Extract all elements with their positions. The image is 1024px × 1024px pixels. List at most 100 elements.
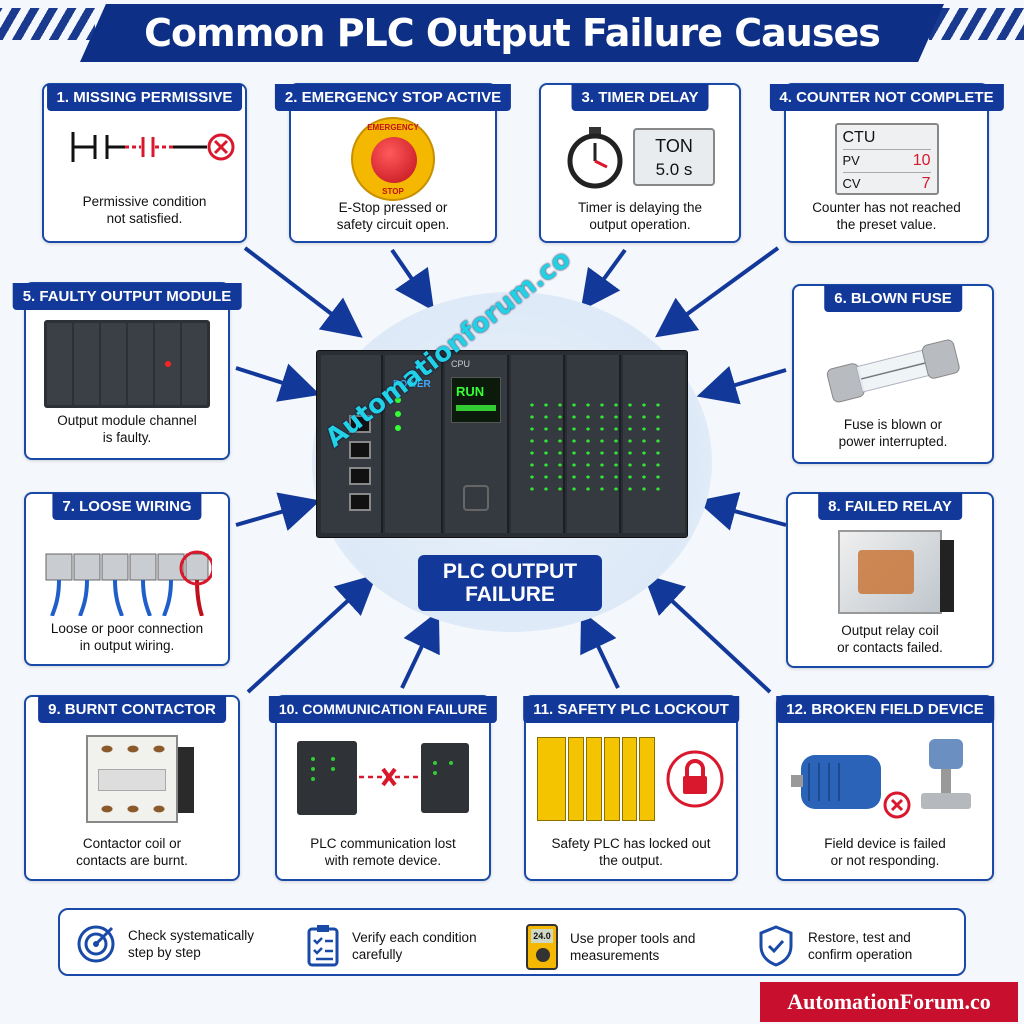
card-title: 9. BURNT CONTACTOR xyxy=(38,696,226,723)
ethernet-port xyxy=(349,467,371,485)
card-title: 10. COMMUNICATION FAILURE xyxy=(268,696,498,723)
power-module: POWER xyxy=(385,355,443,533)
card-title: 12. BROKEN FIELD DEVICE xyxy=(776,696,994,723)
card-title: 4. COUNTER NOT COMPLETE xyxy=(769,84,1004,111)
contactor-illustration xyxy=(26,735,238,823)
arrow-3 xyxy=(580,248,627,311)
card-title: 2. EMERGENCY STOP ACTIVE xyxy=(274,84,512,111)
card-title: 7. LOOSE WIRING xyxy=(52,493,202,520)
ladder-illustration xyxy=(44,127,245,167)
title-banner: Common PLC Output Failure Causes xyxy=(80,4,944,62)
estop-illustration: EMERGENCY STOP xyxy=(291,117,495,201)
module-rack-icon xyxy=(44,320,210,408)
contactor-icon xyxy=(86,735,194,823)
checklist-icon xyxy=(307,925,339,967)
brand-footer[interactable]: AutomationForum.co xyxy=(760,982,1018,1022)
safety-plc-illustration xyxy=(526,737,736,821)
arrow-10 xyxy=(400,610,440,689)
card-title: 6. BLOWN FUSE xyxy=(824,285,962,312)
ton-display: TON 5.0 s xyxy=(633,128,715,186)
arrow-9 xyxy=(246,574,377,694)
fuse-illustration xyxy=(794,332,992,408)
card-loose-wiring: 7. LOOSE WIRING Loose or poor connection… xyxy=(24,492,230,666)
cpu-label: CPU xyxy=(451,359,471,369)
right-stripes xyxy=(929,8,1024,40)
arrow-8 xyxy=(696,491,787,531)
power-label: POWER xyxy=(393,379,431,390)
card-broken-field-device: 12. BROKEN FIELD DEVICE Field device is … xyxy=(776,695,994,881)
relay-icon xyxy=(838,530,954,614)
run-status: RUN xyxy=(456,384,485,399)
arrow-1 xyxy=(243,246,363,338)
ladder-contact-icon xyxy=(71,132,234,162)
ton-label: TON xyxy=(655,136,693,156)
cpu-keypad xyxy=(463,485,489,511)
left-stripes xyxy=(0,8,95,40)
card-timer-delay: 3. TIMER DELAY TON 5.0 s Timer is delayi… xyxy=(539,83,741,243)
card-missing-permissive: 1. MISSING PERMISSIVE Permissive conditi… xyxy=(42,83,247,243)
arrow-12 xyxy=(643,574,772,694)
card-title: 5. FAULTY OUTPUT MODULE xyxy=(12,283,242,310)
ethernet-module xyxy=(321,355,383,533)
timer-illustration: TON 5.0 s xyxy=(541,125,739,189)
center-label-line1: PLC OUTPUT xyxy=(442,560,578,583)
card-emergency-stop: 2. EMERGENCY STOP ACTIVE EMERGENCY STOP … xyxy=(274,83,512,243)
shield-check-icon xyxy=(759,925,793,967)
plc-rack: POWER CPU RUN xyxy=(316,350,688,538)
cpu-display: RUN xyxy=(451,377,501,423)
center-label: PLC OUTPUT FAILURE xyxy=(418,555,602,611)
field-device-illustration xyxy=(778,735,992,827)
arrow-7 xyxy=(235,492,321,531)
card-faulty-output-module: 5. FAULTY OUTPUT MODULE Output module ch… xyxy=(12,282,242,460)
emergency-stop-icon: EMERGENCY STOP xyxy=(351,117,435,201)
multimeter-icon: 24.0 xyxy=(526,924,558,970)
arrow-6 xyxy=(696,365,787,405)
target-icon xyxy=(77,925,115,963)
card-title: 11. SAFETY PLC LOCKOUT xyxy=(523,696,739,723)
ethernet-port xyxy=(349,415,371,433)
fuse-icon xyxy=(826,339,960,403)
output-module-illustration xyxy=(26,320,228,408)
card-communication-failure: 10. COMMUNICATION FAILURE PLC communicat… xyxy=(268,695,498,881)
arrow-5 xyxy=(235,363,321,402)
cv-value: 7 xyxy=(921,175,931,192)
ton-preset: 5.0 s xyxy=(655,160,693,179)
ctu-label: CTU xyxy=(842,129,876,146)
motor-and-transmitter-icon xyxy=(791,739,971,819)
safety-plc-icon xyxy=(537,737,656,821)
arrow-2 xyxy=(390,248,435,312)
page-title: Common PLC Output Failure Causes xyxy=(144,11,881,55)
center-label-line2: FAILURE xyxy=(465,583,555,606)
ethernet-port xyxy=(349,441,371,459)
pv-value: 10 xyxy=(912,152,931,169)
card-title: 1. MISSING PERMISSIVE xyxy=(46,84,243,111)
terminal-block-icon xyxy=(45,550,212,616)
network-break-icon xyxy=(297,741,469,815)
arrow-11 xyxy=(580,610,620,689)
wiring-illustration xyxy=(26,530,228,616)
status-leds xyxy=(525,399,665,499)
card-title: 8. FAILED RELAY xyxy=(818,493,962,520)
